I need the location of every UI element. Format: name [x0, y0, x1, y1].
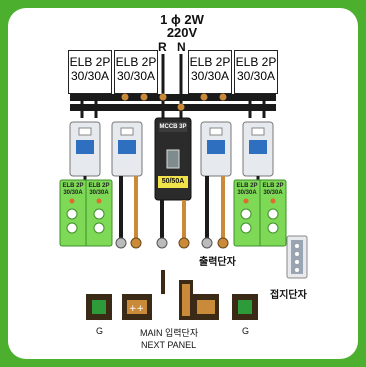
outlet-left-a-label: ELB 2P 30/30A — [60, 183, 86, 197]
main-input-label: MAIN 입력단자 — [140, 328, 199, 338]
output-wires — [119, 176, 225, 240]
outlet-right-a-type: ELB 2P — [236, 183, 258, 189]
g-right-label: G — [242, 326, 250, 336]
outlet-block-left — [59, 179, 113, 247]
bus-bar-upper — [70, 94, 276, 101]
elb-breaker-3 — [200, 121, 232, 177]
outlet-right-b-rating: 30/30A — [263, 190, 283, 196]
elb-label-2-type: ELB 2P — [115, 55, 157, 69]
elb-label-4-type: ELB 2P — [235, 55, 277, 69]
main-input-block-right — [179, 280, 219, 320]
elb-label-4: ELB 2P 30/30A — [234, 50, 278, 94]
elb-label-1-rating: 30/30A — [70, 69, 110, 83]
outer-wires-left — [80, 101, 98, 118]
next-panel-label: NEXT PANEL — [141, 340, 197, 350]
ground-terminal-strip — [286, 235, 308, 279]
elb-label-2-rating: 30/30A — [116, 69, 156, 83]
outlet-block-right — [233, 179, 287, 247]
ground-block-left — [86, 294, 112, 320]
outlet-right-b-type: ELB 2P — [262, 183, 284, 189]
outlet-right-a-rating: 30/30A — [237, 190, 257, 196]
elb-label-2: ELB 2P 30/30A — [114, 50, 158, 94]
ground-block-right — [232, 294, 258, 320]
output-terminals — [115, 237, 229, 249]
bus-taps — [121, 93, 227, 111]
mccb-label: MCCB 3P — [159, 124, 187, 130]
main-input-block-left: ++ — [122, 294, 152, 320]
outlet-left-b-rating: 30/30A — [89, 190, 109, 196]
bus-bar-lower — [70, 104, 276, 111]
outlet-right-a-label: ELB 2P 30/30A — [234, 183, 260, 197]
svg-text:++: ++ — [129, 304, 144, 314]
outlet-left-b-type: ELB 2P — [88, 183, 110, 189]
supply-phase: 1 ϕ 2W — [160, 12, 204, 27]
n-label: N — [177, 40, 186, 54]
output-terminal-label: 출력단자 — [199, 257, 236, 268]
mccb-rating: 50/50A — [158, 178, 188, 185]
elb-breaker-1 — [69, 121, 101, 177]
elb-label-1-type: ELB 2P — [69, 55, 111, 69]
elb-label-3-type: ELB 2P — [189, 55, 231, 69]
elb-breaker-4 — [242, 121, 274, 177]
supply-voltage: 220V — [166, 25, 198, 40]
r-label: R — [158, 40, 167, 54]
elb-label-1: ELB 2P 30/30A — [68, 50, 112, 94]
elb-label-3-rating: 30/30A — [190, 69, 230, 83]
outer-wires-right — [248, 101, 266, 118]
outlet-right-b-label: ELB 2P 30/30A — [260, 183, 286, 197]
elb-label-3: ELB 2P 30/30A — [188, 50, 232, 94]
outlet-left-a-type: ELB 2P — [62, 183, 84, 189]
mccb-breaker — [154, 117, 192, 201]
elb-breaker-2 — [111, 121, 143, 177]
elb-label-4-rating: 30/30A — [236, 69, 276, 83]
outlet-left-b-label: ELB 2P 30/30A — [86, 183, 112, 197]
g-left-label: G — [96, 326, 104, 336]
ground-terminal-label: 접지단자 — [270, 290, 307, 301]
outlet-left-a-rating: 30/30A — [63, 190, 83, 196]
